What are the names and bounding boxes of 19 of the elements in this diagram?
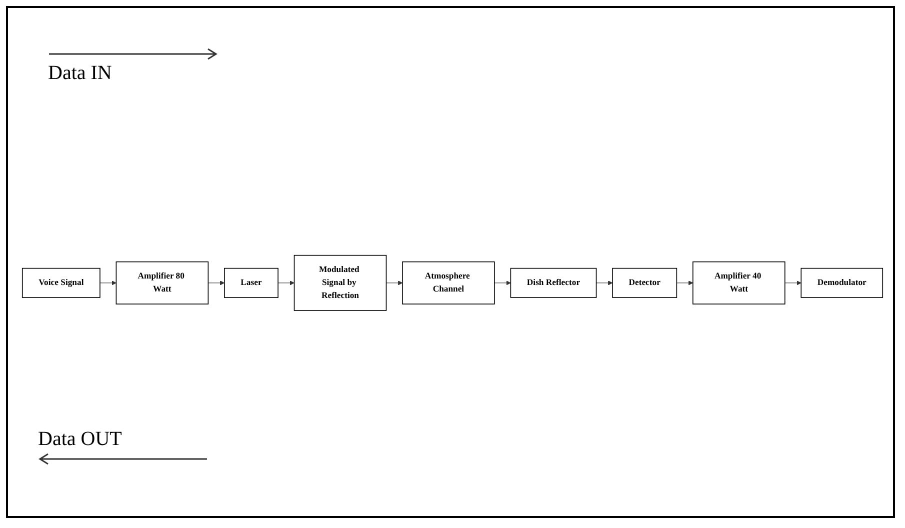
node-box: Amplifier 80 Watt	[116, 262, 209, 304]
arrow	[100, 280, 116, 286]
arrow	[676, 280, 694, 286]
node-box: Dish Reflector	[510, 268, 597, 298]
node-box: Voice Signal	[22, 268, 100, 298]
arrow	[784, 280, 802, 286]
flow-label: Data OUT	[38, 428, 123, 451]
node-box: Laser	[224, 268, 278, 298]
flow-label: Data IN	[48, 62, 113, 85]
node-box: Amplifier 40 Watt	[692, 262, 786, 304]
arrow	[596, 280, 613, 286]
node-box: Detector	[612, 268, 678, 298]
node-box: Demodulator	[800, 268, 884, 298]
arrow	[494, 280, 511, 286]
node-box: Modulated Signal by Reflection	[294, 255, 387, 311]
arrow	[278, 280, 294, 286]
arrow	[208, 280, 225, 286]
node-box: Atmosphere Channel	[402, 262, 495, 304]
arrow	[386, 280, 403, 286]
